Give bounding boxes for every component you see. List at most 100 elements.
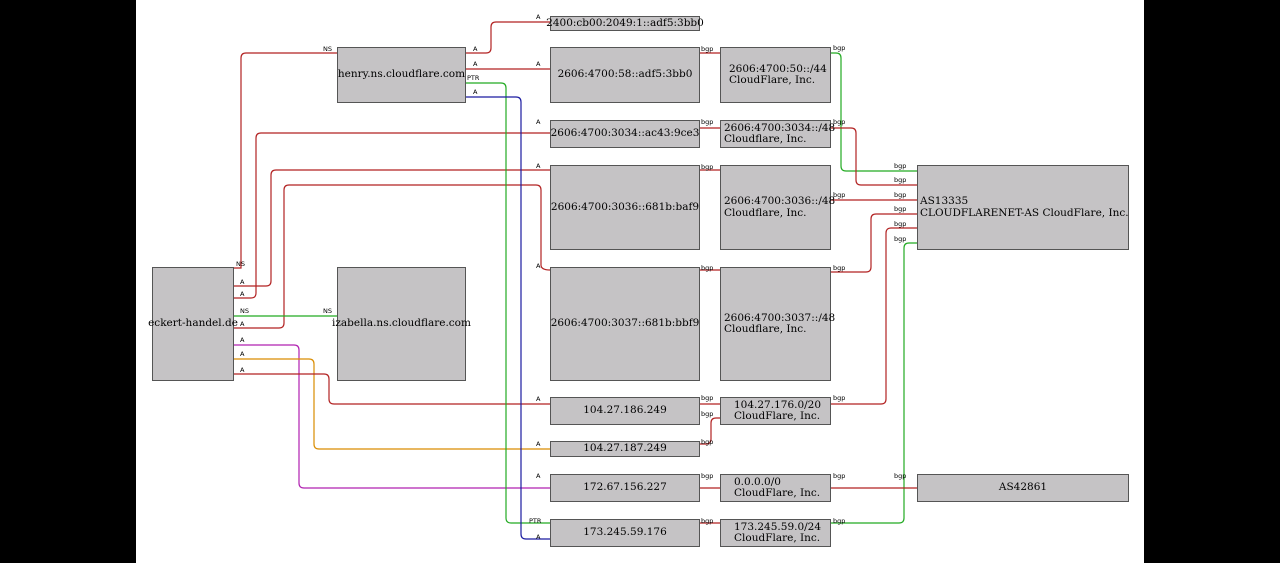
edge-label-a: A [536, 13, 541, 21]
ipv4-node-173[interactable]: 173.245.59.176 [550, 519, 700, 547]
edge-label-bgp: bgp [701, 410, 713, 418]
edge-label-a: A [536, 262, 541, 270]
edge-label-a: A [240, 290, 245, 298]
edge-label-bgp: bgp [701, 163, 713, 171]
edge-green-10 [466, 82, 550, 524]
edge-label-a: A [536, 440, 541, 448]
edge-label-bgp: bgp [701, 472, 713, 480]
edge-label-a: A [240, 336, 245, 344]
ipv6-node-2400[interactable]: 2400:cb00:2049:1::adf5:3bb0 [546, 16, 704, 31]
prefix-node-50-44-line1: 2606:4700:50::/44 [729, 62, 827, 75]
edge-label-bgp: bgp [894, 162, 906, 170]
edge-orange-6 [234, 358, 550, 450]
edge-red-17 [700, 417, 720, 445]
edge-label-bgp: bgp [833, 472, 845, 480]
edge-blue-11 [466, 96, 550, 540]
edge-label-bgp: bgp [833, 394, 845, 402]
as42861-node[interactable]: AS42861 [917, 474, 1129, 502]
izabella-ns-label: izabella.ns.cloudflare.com [332, 317, 471, 330]
as42861-label: AS42861 [998, 481, 1048, 494]
edge-red-3 [234, 184, 551, 329]
edge-label-bgp: bgp [894, 220, 906, 228]
prefix-node-3034-line1: 2606:4700:3034::/48 [724, 121, 836, 134]
edge-label-ns: NS [236, 260, 245, 268]
edge-label-bgp: bgp [833, 191, 845, 199]
prefix-node-50-44-line2: CloudFlare, Inc. [729, 74, 816, 86]
ipv6-node-3034-label: 2606:4700:3034::ac43:9ce3 [550, 127, 700, 140]
prefix-node-3036-line2: Cloudflare, Inc. [724, 206, 807, 219]
edge-label-bgp: bgp [701, 264, 713, 272]
prefix-node-default-line2: CloudFlare, Inc. [734, 487, 821, 499]
ipv4-node-187[interactable]: 104.27.187.249 [550, 441, 700, 457]
edge-label-bgp: bgp [701, 438, 713, 446]
prefix-node-104-line2: CloudFlare, Inc. [734, 410, 821, 422]
edge-label-bgp: bgp [894, 205, 906, 213]
edge-red-24 [831, 227, 917, 405]
edge-label-bgp: bgp [833, 264, 845, 272]
prefix-node-3037-line1: 2606:4700:3037::/48 [724, 311, 836, 324]
edge-label-bgp: bgp [701, 118, 713, 126]
izabella-ns-node[interactable]: izabella.ns.cloudflare.com [332, 267, 471, 381]
edge-label-ptr: PTR [467, 74, 480, 82]
ipv4-node-173-label: 173.245.59.176 [583, 526, 667, 539]
edge-label-bgp: bgp [894, 176, 906, 184]
ipv6-node-3037-label: 2606:4700:3037::681b:bbf9 [550, 317, 700, 330]
as13335-line1: AS13335 [920, 195, 969, 208]
edge-label-bgp: bgp [833, 517, 845, 525]
ipv6-node-58-label: 2606:4700:58::adf5:3bb0 [557, 68, 693, 81]
prefix-node-3034-line2: Cloudflare, Inc. [724, 133, 807, 145]
edge-label-bgp: bgp [701, 45, 713, 53]
edge-label-bgp: bgp [701, 517, 713, 525]
edge-label-ns: NS [323, 45, 332, 53]
edge-red-23 [831, 213, 917, 273]
henry-ns-node[interactable]: henry.ns.cloudflare.com [337, 47, 466, 103]
prefix-node-default-line1: 0.0.0.0/0 [734, 475, 781, 488]
ipv6-node-3036-label: 2606:4700:3036::681b:baf9 [550, 200, 700, 213]
ipv6-node-3036[interactable]: 2606:4700:3036::681b:baf9 [550, 165, 700, 250]
edge-label-ns: NS [323, 307, 332, 315]
henry-ns-label: henry.ns.cloudflare.com [337, 68, 466, 81]
ipv6-node-3034[interactable]: 2606:4700:3034::ac43:9ce3 [550, 120, 700, 148]
ipv4-node-172-label: 172.67.156.227 [583, 481, 667, 494]
prefix-node-3036-line1: 2606:4700:3036::/48 [724, 195, 836, 208]
edge-label-bgp: bgp [894, 191, 906, 199]
edge-label-bgp: bgp [894, 472, 906, 480]
edge-label-a: A [473, 45, 478, 53]
ipv4-node-172[interactable]: 172.67.156.227 [550, 474, 700, 502]
edge-label-ptr: PTR [529, 517, 542, 525]
prefix-node-173-line1: 173.245.59.0/24 [734, 520, 822, 533]
domain-node-label: eckert-handel.de [148, 317, 238, 330]
edge-red-7 [234, 373, 550, 405]
edge-green-25 [831, 242, 917, 524]
ipv4-node-187-label: 104.27.187.249 [583, 442, 667, 455]
edge-label-a: A [536, 395, 541, 403]
ipv4-node-186[interactable]: 104.27.186.249 [550, 397, 700, 425]
edge-label-bgp: bgp [701, 394, 713, 402]
edge-label-bgp: bgp [894, 235, 906, 243]
ipv6-node-3037[interactable]: 2606:4700:3037::681b:bbf9 [550, 267, 700, 381]
edge-label-a: A [240, 350, 245, 358]
edge-label-a: A [536, 118, 541, 126]
ipv6-node-58[interactable]: 2606:4700:58::adf5:3bb0 [550, 47, 700, 103]
edge-label-a: A [536, 472, 541, 480]
domain-node[interactable]: eckert-handel.de [148, 267, 238, 381]
edge-purple-5 [234, 344, 550, 489]
edge-red-21 [831, 127, 917, 186]
prefix-node-3037-line2: Cloudflare, Inc. [724, 323, 807, 335]
edge-red-2 [234, 132, 550, 299]
edge-label-a: A [473, 88, 478, 96]
ipv4-node-186-label: 104.27.186.249 [583, 404, 667, 417]
edge-label-a: A [240, 278, 245, 286]
edge-label-bgp: bgp [833, 44, 845, 52]
edge-green-20 [831, 52, 917, 172]
